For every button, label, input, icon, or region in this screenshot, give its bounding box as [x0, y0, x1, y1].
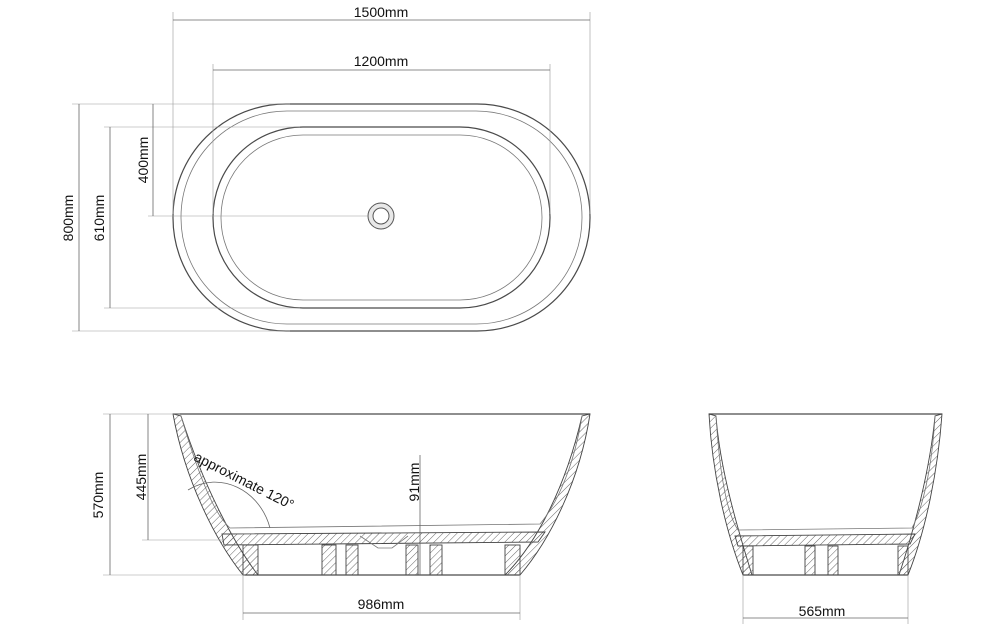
side-inner-basin [180, 415, 583, 529]
top-view: 1500mm 1200mm 800mm 610mm 400mm [60, 4, 591, 332]
dim-base-width: 565mm [799, 603, 846, 619]
outer-rim-inner-edge [180, 110, 583, 325]
side-foot-2 [321, 544, 337, 576]
angle-arc [187, 481, 271, 529]
end-foot-2 [804, 545, 816, 576]
dim-inner-depth: 445mm [133, 454, 149, 501]
inner-basin-edge [220, 134, 543, 301]
end-foot-3 [827, 545, 839, 576]
inner-basin [212, 126, 551, 309]
side-foot-1 [242, 544, 259, 576]
dim-height: 570mm [90, 472, 106, 519]
drain-inner [372, 207, 390, 225]
side-view: approximate 120° 570mm 445mm 91mm 986mm [90, 413, 591, 620]
side-foot-3 [345, 544, 359, 576]
end-view: 565mm [708, 413, 943, 624]
dim-drain-offset: 400mm [135, 137, 151, 184]
side-foot-4 [405, 544, 419, 576]
dim-base-length: 986mm [358, 596, 405, 612]
end-foot-1 [742, 545, 754, 576]
dim-inner-width: 610mm [91, 195, 107, 242]
side-foot-5 [429, 544, 443, 576]
dim-base-height: 91mm [406, 463, 422, 502]
side-base-slab [221, 531, 546, 546]
dim-overall-width: 800mm [60, 195, 76, 242]
dim-inner-length: 1200mm [354, 53, 408, 69]
end-base-slab [734, 533, 916, 547]
side-foot-6 [504, 544, 521, 576]
dim-overall-length: 1500mm [354, 4, 408, 20]
outer-rim [172, 103, 591, 332]
end-foot-4 [897, 545, 909, 576]
